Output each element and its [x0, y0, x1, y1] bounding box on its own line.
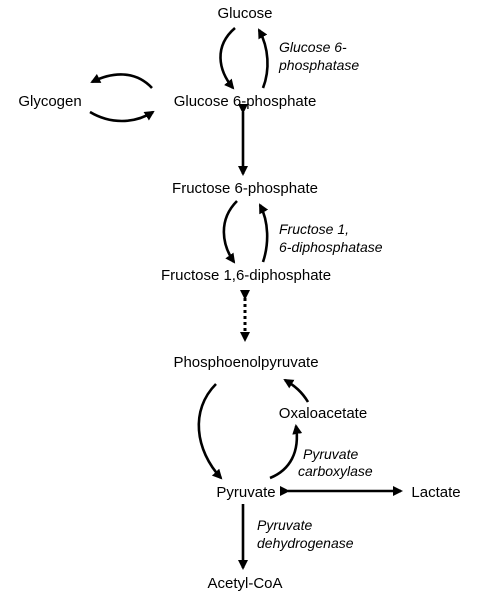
pyruvate-label: Pyruvate — [216, 484, 275, 501]
lactate-label: Lactate — [411, 484, 460, 501]
pyruvate-carboxylase-label: Pyruvate carboxylase — [298, 446, 373, 479]
glucose-6-phosphatase-line-1: Glucose 6- — [279, 39, 347, 55]
g6p-to-glucose-arrow — [257, 28, 269, 89]
g6p-to-glycogen-arrow — [90, 73, 153, 89]
fructose-1-6-diphosphate-label: Fructose 1,6-diphosphate — [161, 267, 331, 284]
fructose-1-6-diphosphatase-label: Fructose 1, 6-diphosphatase — [279, 221, 383, 255]
pep-to-pyruvate-arrow — [197, 383, 223, 480]
glucose-6-phosphate-label: Glucose 6-phosphate — [174, 93, 317, 110]
oxaloacetate-to-pep-arrow — [283, 378, 310, 403]
phosphoenolpyruvate-label: Phosphoenolpyruvate — [173, 354, 318, 371]
pyruvate-carboxylase-line-2: carboxylase — [298, 463, 373, 479]
fructose-1-6-diphosphatase-line-2: 6-diphosphatase — [279, 239, 383, 255]
glucose-label: Glucose — [217, 5, 272, 22]
fructose-6-phosphate-label: Fructose 6-phosphate — [172, 180, 318, 197]
pyruvate-dehydrogenase-label: Pyruvate dehydrogenase — [257, 517, 354, 551]
pyruvate-carboxylase-line-1: Pyruvate — [303, 446, 358, 462]
f6p-to-f16dp-arrow — [222, 200, 238, 264]
glycogen-label: Glycogen — [18, 93, 81, 110]
glucose-6-phosphatase-label: Glucose 6- phosphatase — [278, 39, 359, 73]
oxaloacetate-label: Oxaloacetate — [279, 405, 367, 422]
glucose-to-g6p-arrow — [219, 27, 236, 90]
pyruvate-dehydrogenase-line-1: Pyruvate — [257, 517, 312, 533]
acetyl-coa-label: Acetyl-CoA — [207, 575, 282, 592]
f16dp-to-f6p-arrow — [258, 203, 269, 263]
fructose-1-6-diphosphatase-line-1: Fructose 1, — [279, 221, 349, 237]
glycogen-to-g6p-arrow — [89, 110, 155, 123]
pyruvate-to-oxaloacetate-arrow — [269, 424, 303, 480]
glucose-6-phosphatase-line-2: phosphatase — [278, 57, 359, 73]
pyruvate-dehydrogenase-line-2: dehydrogenase — [257, 535, 354, 551]
